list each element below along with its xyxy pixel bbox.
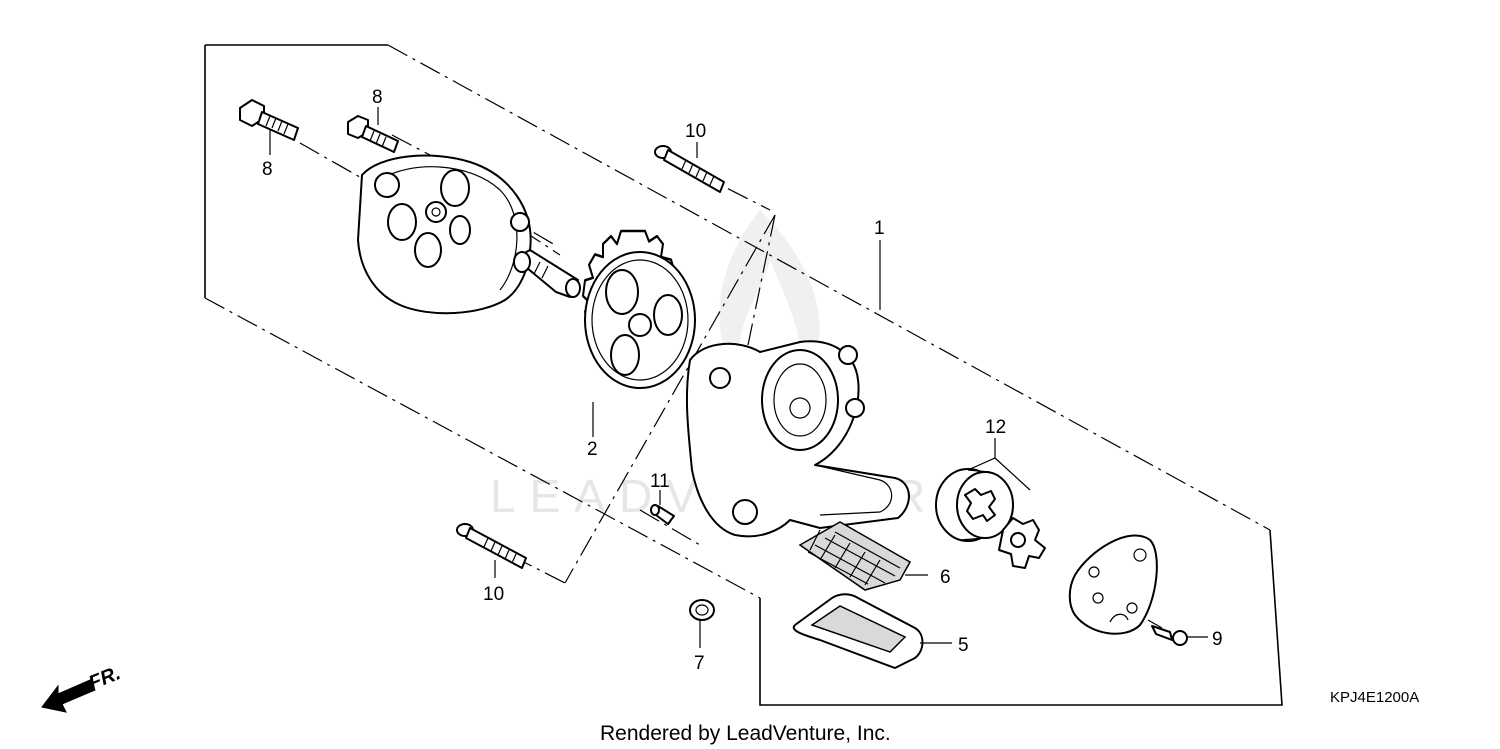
callout-8-left: 8 (262, 159, 273, 180)
callout-6: 6 (940, 567, 951, 588)
callout-2: 2 (587, 439, 598, 460)
bolt-10-upper (654, 145, 725, 193)
callout-8-right: 8 (372, 87, 383, 108)
callout-10-lower: 10 (483, 584, 504, 605)
pump-rotor-set (935, 468, 1046, 569)
front-direction-arrow: FR. (41, 662, 124, 713)
diagram-code: KPJ4E1200A (1330, 689, 1419, 706)
callout-1: 1 (874, 218, 885, 239)
driven-gear (582, 229, 696, 389)
o-ring (689, 599, 715, 621)
pump-cover-plate (1068, 534, 1158, 635)
leader-lines (269, 107, 1208, 648)
dowel-pin (650, 504, 675, 525)
bolt-8-right (347, 115, 399, 153)
bolt-8-left (239, 99, 299, 141)
callout-11: 11 (650, 471, 670, 492)
callouts: 8 8 10 1 2 11 12 6 5 7 9 10 (262, 87, 1223, 674)
strainer-seal (792, 593, 924, 669)
strainer-screen (798, 521, 912, 591)
bolt-10-lower (456, 523, 527, 569)
callout-9: 9 (1212, 629, 1223, 650)
screw-9 (1151, 625, 1188, 646)
callout-7: 7 (694, 653, 705, 674)
callout-10-upper: 10 (685, 121, 706, 142)
pump-shaft (513, 249, 581, 298)
callout-5: 5 (958, 635, 969, 656)
pump-cover (357, 154, 532, 315)
callout-12: 12 (985, 417, 1006, 438)
direction-label: FR. (86, 662, 124, 694)
render-credit: Rendered by LeadVenture, Inc. (600, 722, 891, 745)
pump-body (685, 340, 910, 538)
arrow-icon (41, 679, 96, 713)
